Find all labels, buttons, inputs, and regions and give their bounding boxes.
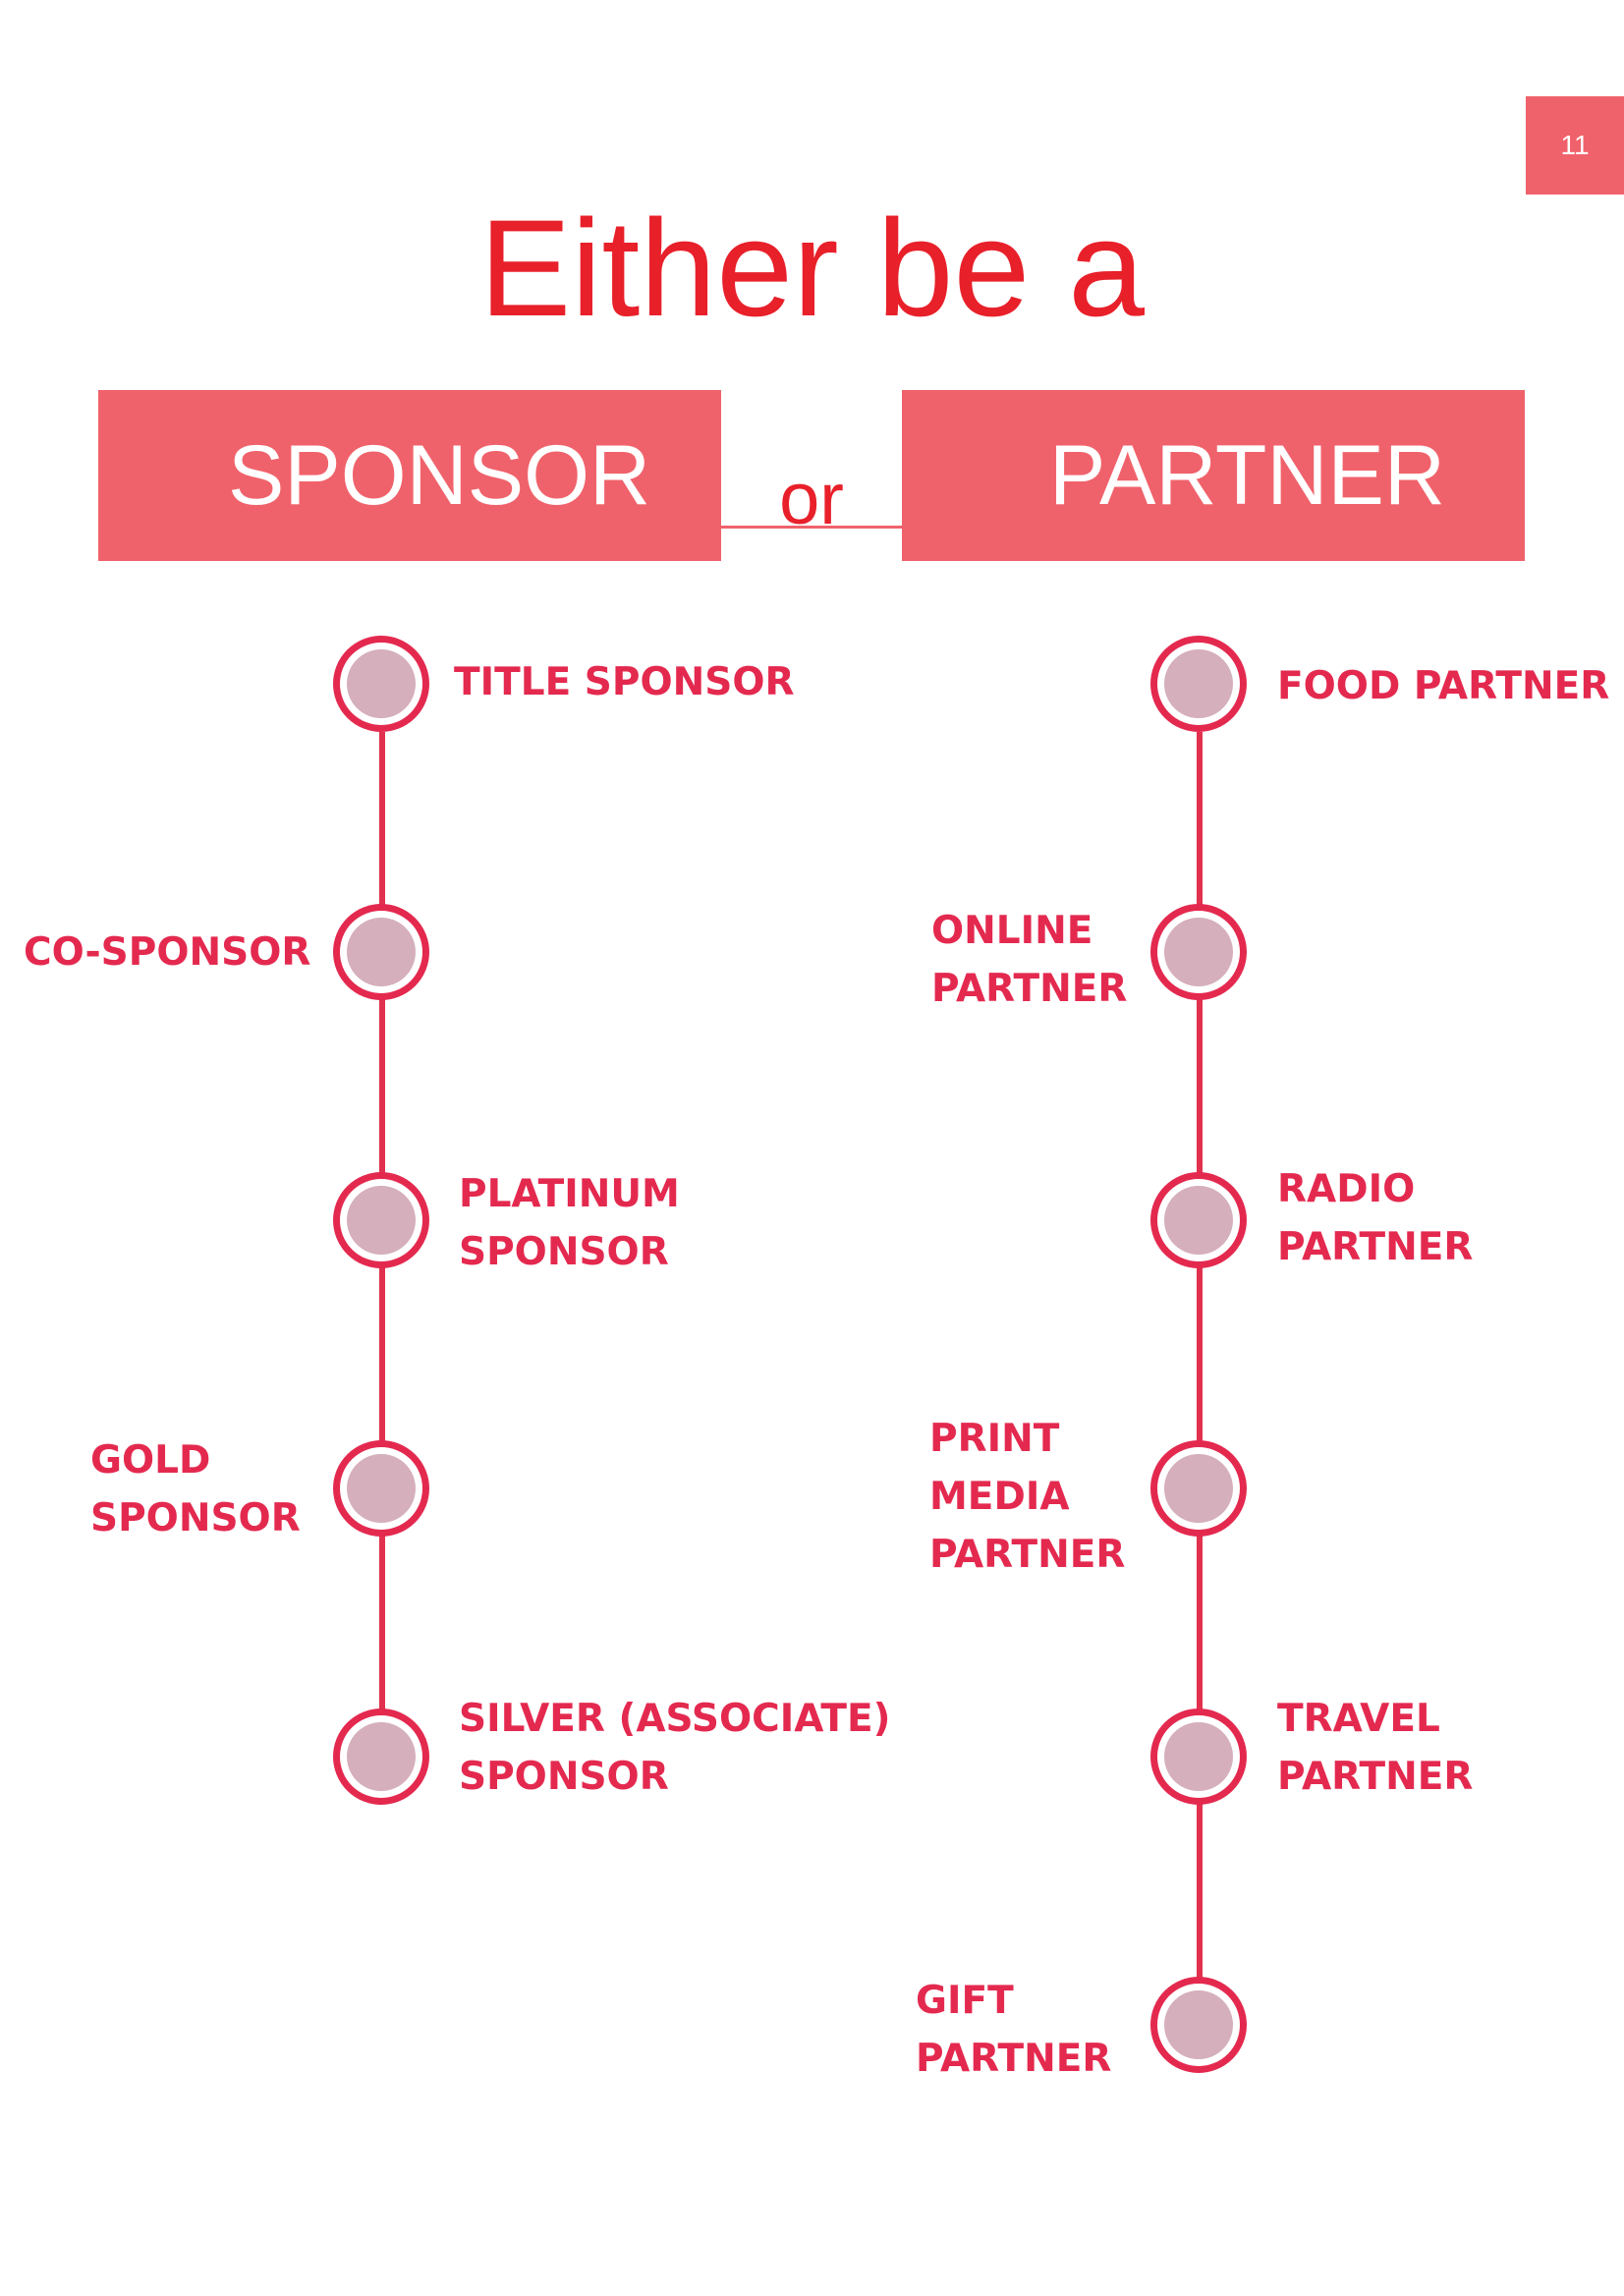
node-dot [1164, 1186, 1233, 1255]
sponsor-label-co: CO-SPONSOR [24, 930, 311, 975]
sponsor-box: SPONSOR [98, 390, 721, 561]
sponsor-node-silver [333, 1708, 429, 1805]
partner-node-travel [1150, 1708, 1247, 1805]
page-number: 11 [1526, 96, 1624, 195]
node-dot [1164, 1722, 1233, 1791]
partner-label-travel: TRAVEL PARTNER [1277, 1697, 1474, 1799]
node-dot [347, 1454, 416, 1523]
sponsor-node-co [333, 904, 429, 1000]
partner-node-gift [1150, 1977, 1247, 2073]
node-dot [347, 918, 416, 986]
partner-box: PARTNER [902, 390, 1525, 561]
sponsor-node-title [333, 636, 429, 732]
sponsor-node-platinum [333, 1172, 429, 1268]
partner-label-print-media: PRINT MEDIA PARTNER [929, 1417, 1126, 1577]
partner-label-radio: RADIO PARTNER [1277, 1167, 1474, 1269]
page-heading: Either be a [478, 191, 1146, 345]
node-dot [347, 1186, 416, 1255]
node-dot [1164, 1990, 1233, 2059]
partner-node-print-media [1150, 1440, 1247, 1537]
partner-node-radio [1150, 1172, 1247, 1268]
sponsor-label-gold: GOLD SPONSOR [90, 1438, 301, 1540]
partner-label-online: ONLINE PARTNER [931, 909, 1128, 1011]
node-dot [1164, 918, 1233, 986]
partner-label-food: FOOD PARTNER [1277, 664, 1610, 708]
partner-node-online [1150, 904, 1247, 1000]
sponsor-node-gold [333, 1440, 429, 1537]
sponsor-label-title: TITLE SPONSOR [454, 660, 795, 704]
node-dot [1164, 649, 1233, 718]
sponsor-label-platinum: PLATINUM SPONSOR [459, 1172, 680, 1274]
partner-label-gift: GIFT PARTNER [916, 1979, 1112, 2081]
or-connector-line [721, 526, 902, 529]
partner-node-food [1150, 636, 1247, 732]
sponsor-label-silver: SILVER (ASSOCIATE) SPONSOR [459, 1697, 891, 1799]
node-dot [1164, 1454, 1233, 1523]
node-dot [347, 1722, 416, 1791]
or-label: or [779, 458, 844, 539]
node-dot [347, 649, 416, 718]
partner-timeline-line [1197, 732, 1203, 1989]
